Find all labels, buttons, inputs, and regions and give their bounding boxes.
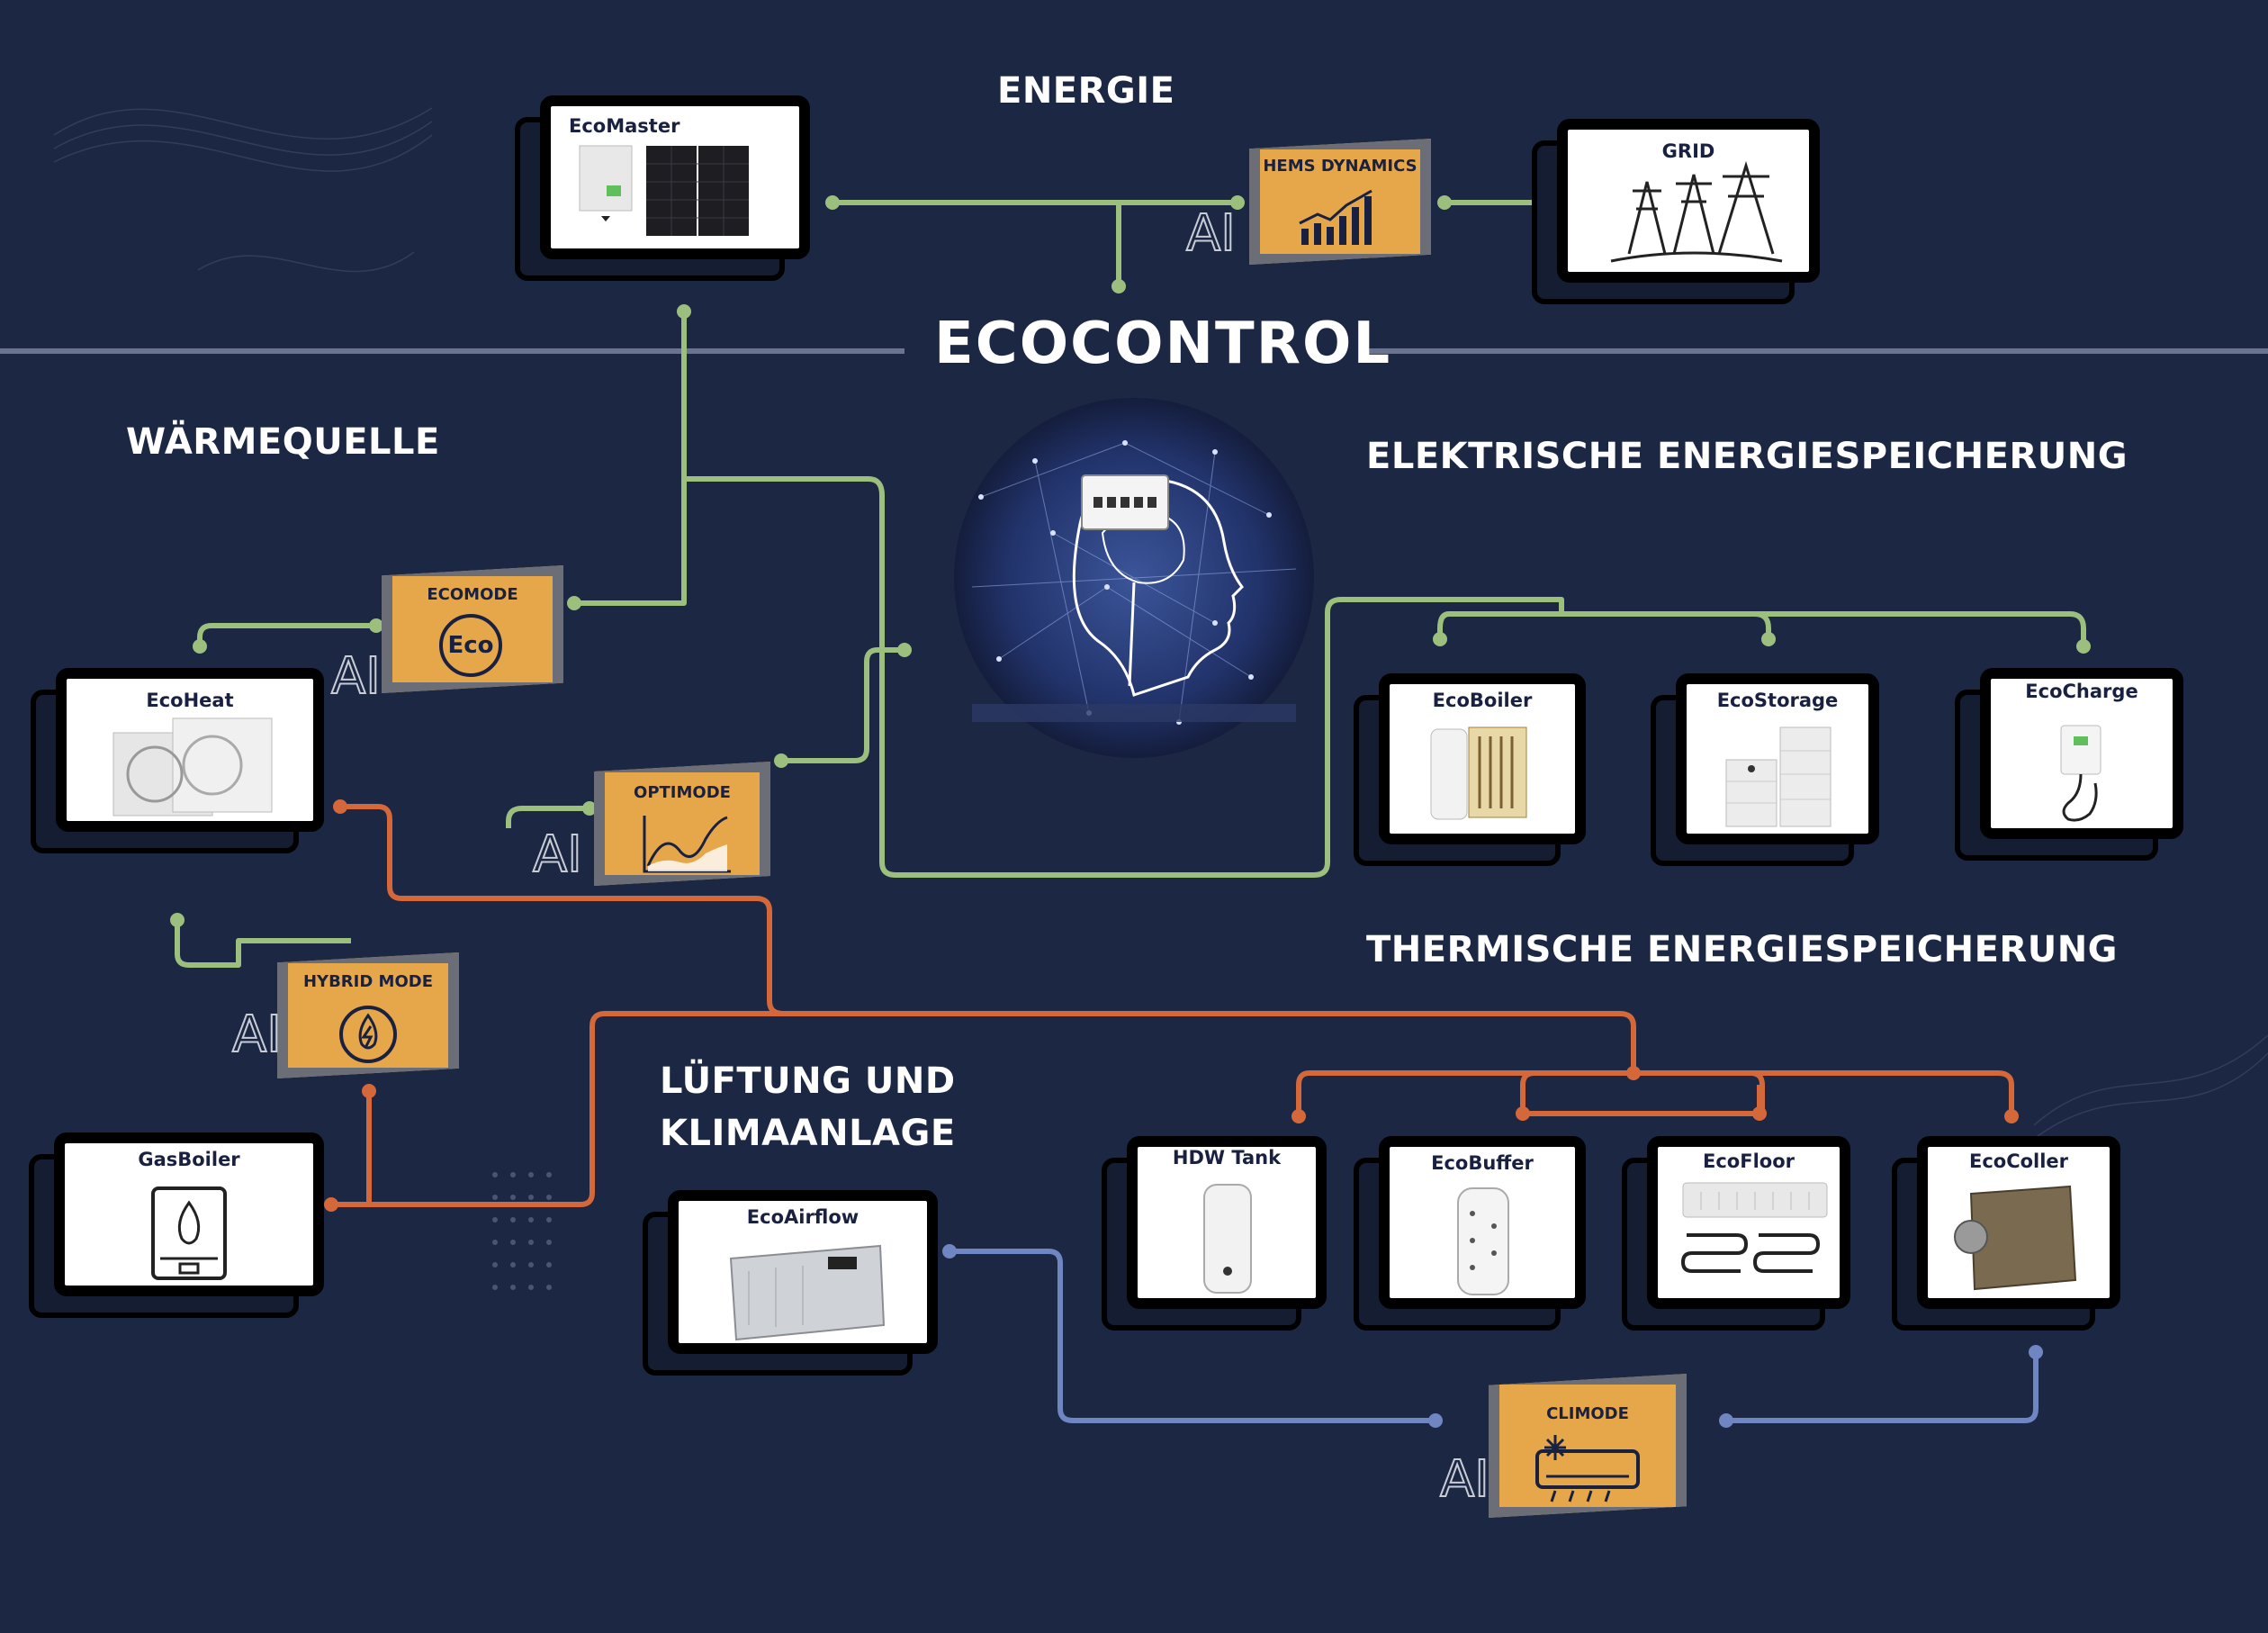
gas-boiler-icon (151, 1186, 227, 1280)
ecoairflow-title: EcoAirflow (746, 1206, 860, 1228)
ecoboiler-card[interactable]: EcoBoiler (1354, 673, 1586, 866)
ecomaster-title: EcoMaster (569, 115, 680, 137)
ecofloor-card[interactable]: EcoFloor (1622, 1136, 1850, 1331)
ecofloor-title: EcoFloor (1703, 1150, 1795, 1172)
ecoheat-card[interactable]: EcoHeat (31, 668, 324, 853)
ecobuffer-title: EcoBuffer (1431, 1152, 1534, 1174)
ecoairflow-card[interactable]: EcoAirflow (643, 1190, 938, 1376)
grid-title: GRID (1661, 140, 1715, 162)
ecomaster-card[interactable]: EcoMaster (515, 95, 810, 281)
buffer-tank-image (1457, 1187, 1509, 1295)
floor-heating-icon (1680, 1182, 1828, 1273)
ai-label-climode: AI (1439, 1450, 1490, 1510)
climode-mode[interactable]: CLIMODE (1489, 1374, 1687, 1518)
optimode-title: OPTIMODE (634, 783, 731, 802)
brain-globe-image (954, 398, 1314, 758)
hybrid-mode-title: HYBRID MODE (302, 972, 434, 991)
optimode-mode[interactable]: OPTIMODE (594, 762, 770, 886)
hdw-tank-card[interactable]: HDW Tank (1102, 1136, 1327, 1331)
ecostorage-card[interactable]: EcoStorage (1651, 673, 1879, 866)
heading-lueftung-line1: LÜFTUNG UND (660, 1060, 956, 1102)
water-boiler-image (1430, 726, 1527, 820)
ecocharge-title: EcoCharge (2025, 681, 2138, 702)
gasboiler-card[interactable]: GasBoiler (29, 1132, 324, 1318)
line-chart-icon (643, 816, 731, 873)
ai-label-hybrid: AI (231, 1006, 283, 1065)
cooling-unit-image (1954, 1185, 2077, 1291)
grid-card[interactable]: GRID (1532, 119, 1820, 304)
climode-title: CLIMODE (1546, 1404, 1629, 1423)
ai-label-hems: AI (1185, 204, 1237, 264)
battery-storage-image (1725, 726, 1832, 827)
eco-badge-icon: Eco (439, 614, 502, 677)
heading-lueftung-line2: KLIMAANLAGE (660, 1113, 956, 1154)
heading-energie: ENERGIE (997, 70, 1175, 112)
hybrid-mode[interactable]: HYBRID MODE (277, 952, 459, 1078)
ecocoller-title: EcoColler (1968, 1150, 2069, 1172)
ecoheat-title: EcoHeat (146, 690, 234, 711)
heading-elektrische-speicherung: ELEKTRISCHE ENERGIESPEICHERUNG (1366, 436, 2128, 477)
blue-climate-lines (950, 1249, 2038, 1423)
hot-water-tank-image (1203, 1184, 1252, 1294)
heading-thermische-speicherung: THERMISCHE ENERGIESPEICHERUNG (1366, 929, 2119, 970)
ai-label-optimode: AI (532, 826, 583, 885)
ecostorage-title: EcoStorage (1716, 690, 1839, 711)
bar-chart-growth-icon (1299, 189, 1372, 245)
dot-grid-decoration (492, 1172, 552, 1290)
ecocharge-card[interactable]: EcoCharge (1955, 668, 2183, 861)
air-conditioner-icon (1535, 1435, 1640, 1502)
heading-waermequelle: WÄRMEQUELLE (126, 421, 440, 463)
hems-dynamics-title: HEMS DYNAMICS (1263, 157, 1418, 176)
green-energy-lines (175, 200, 2086, 968)
eco-badge-label: Eco (447, 632, 494, 659)
gasboiler-title: GasBoiler (138, 1149, 240, 1170)
power-pylon-icon (1610, 160, 1783, 263)
ecoboiler-title: EcoBoiler (1432, 690, 1533, 711)
heading-ecocontrol: ECOCONTROL (934, 311, 1392, 377)
ai-label-ecomode: AI (330, 647, 382, 707)
decorative-waves (53, 107, 2268, 1140)
ecocoller-card[interactable]: EcoColler (1892, 1136, 2120, 1331)
ecomode-title: ECOMODE (427, 585, 518, 604)
hdw-tank-title: HDW Tank (1172, 1147, 1282, 1168)
ecobuffer-card[interactable]: EcoBuffer (1354, 1136, 1586, 1331)
ev-charger-image (2060, 725, 2102, 822)
inverter-and-solar-panel-image (579, 145, 749, 236)
flame-electric-icon (339, 1006, 397, 1063)
ventilation-unit-image (729, 1244, 886, 1341)
hems-dynamics-mode[interactable]: HEMS DYNAMICS (1249, 139, 1431, 265)
ecomode-mode[interactable]: ECOMODE Eco (382, 565, 563, 693)
heat-pump-image (112, 717, 273, 816)
